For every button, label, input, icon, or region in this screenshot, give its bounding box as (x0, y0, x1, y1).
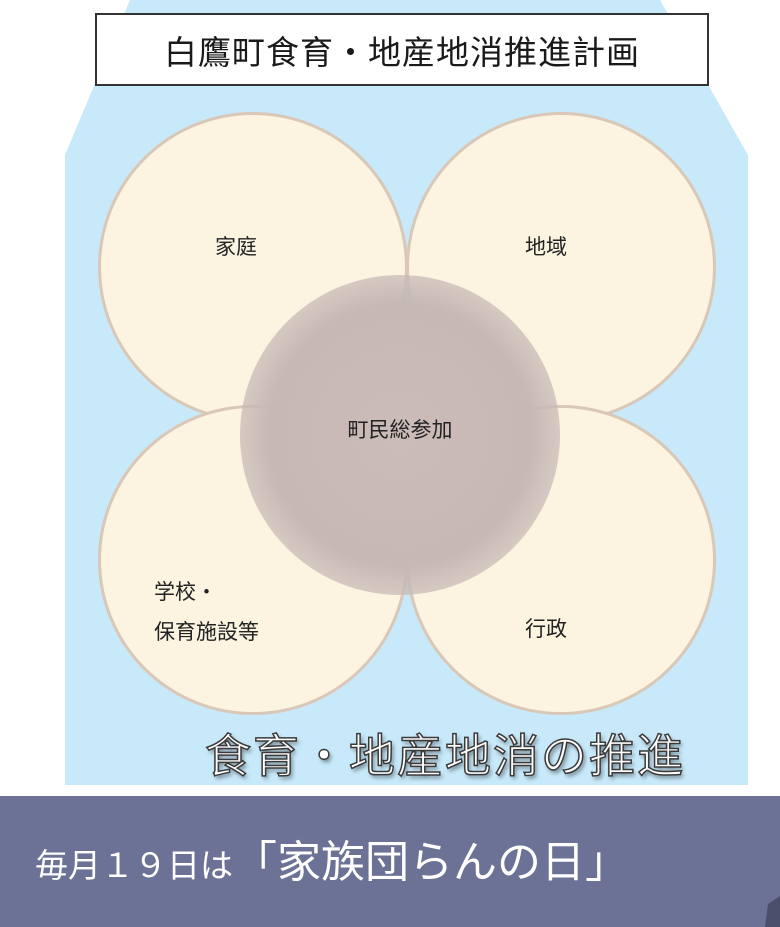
label-community: 地域 (525, 235, 567, 259)
banner-prefix: 毎月１９日は (35, 846, 233, 885)
label-school: 学校・ 保育施設等 (154, 580, 259, 644)
banner-background (0, 796, 780, 927)
center-label: 町民総参加 (347, 418, 453, 442)
banner-rect (0, 796, 780, 927)
center-circle (240, 275, 560, 595)
banner-text: 毎月１９日は「家族団らんの日」 (35, 826, 629, 890)
diagram-title: 白鷹町食育・地産地消推進計画 (95, 13, 709, 86)
label-home: 家庭 (215, 235, 257, 259)
banner-main: 「家族団らんの日」 (233, 837, 629, 888)
label-government: 行政 (525, 617, 567, 641)
banner-fold (765, 896, 780, 927)
slogan: 食育・地産地消の推進 (204, 728, 685, 784)
